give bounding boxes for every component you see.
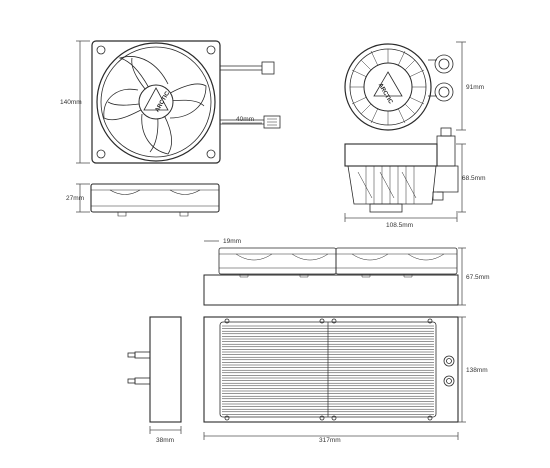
dim-fan-thickness [76, 183, 90, 213]
dim-radiator-thickness-label: 38mm [156, 437, 174, 444]
dim-fan-cable-label: 40mm [236, 116, 254, 123]
fan-side-view [90, 183, 220, 217]
dim-pump-width-label: 108.5mm [386, 222, 413, 229]
dim-radiator-height-label: 138mm [466, 367, 488, 374]
dim-pump-width [344, 213, 458, 222]
dim-radiator-thickness [149, 426, 182, 434]
fan-front-view: ARCTIC [91, 40, 281, 164]
radiator-front-view [203, 316, 459, 423]
radiator-end-view [127, 316, 182, 423]
dim-fan-thickness-label: 27mm [66, 195, 84, 202]
dim-pump-depth-label: 68.5mm [462, 175, 485, 182]
dim-radiator-height [458, 316, 466, 423]
dim-pump-height-label: 91mm [466, 84, 484, 91]
dim-radiator-stack [458, 247, 466, 306]
dim-radiator-length [203, 432, 459, 440]
dim-radiator-length-label: 317mm [319, 437, 341, 444]
dim-radiator-stack-label: 67.5mm [466, 274, 489, 281]
dim-fan-height-label: 140mm [60, 99, 82, 106]
dim-radiator-fan-gap-label: 19mm [223, 238, 241, 245]
dim-pump-depth [456, 143, 466, 213]
pump-top-view: ARCTIC [344, 43, 454, 131]
radiator-side-view [203, 247, 459, 306]
dim-fan-height [76, 40, 90, 164]
pump-side-view [344, 127, 459, 213]
dim-pump-height [456, 41, 466, 131]
